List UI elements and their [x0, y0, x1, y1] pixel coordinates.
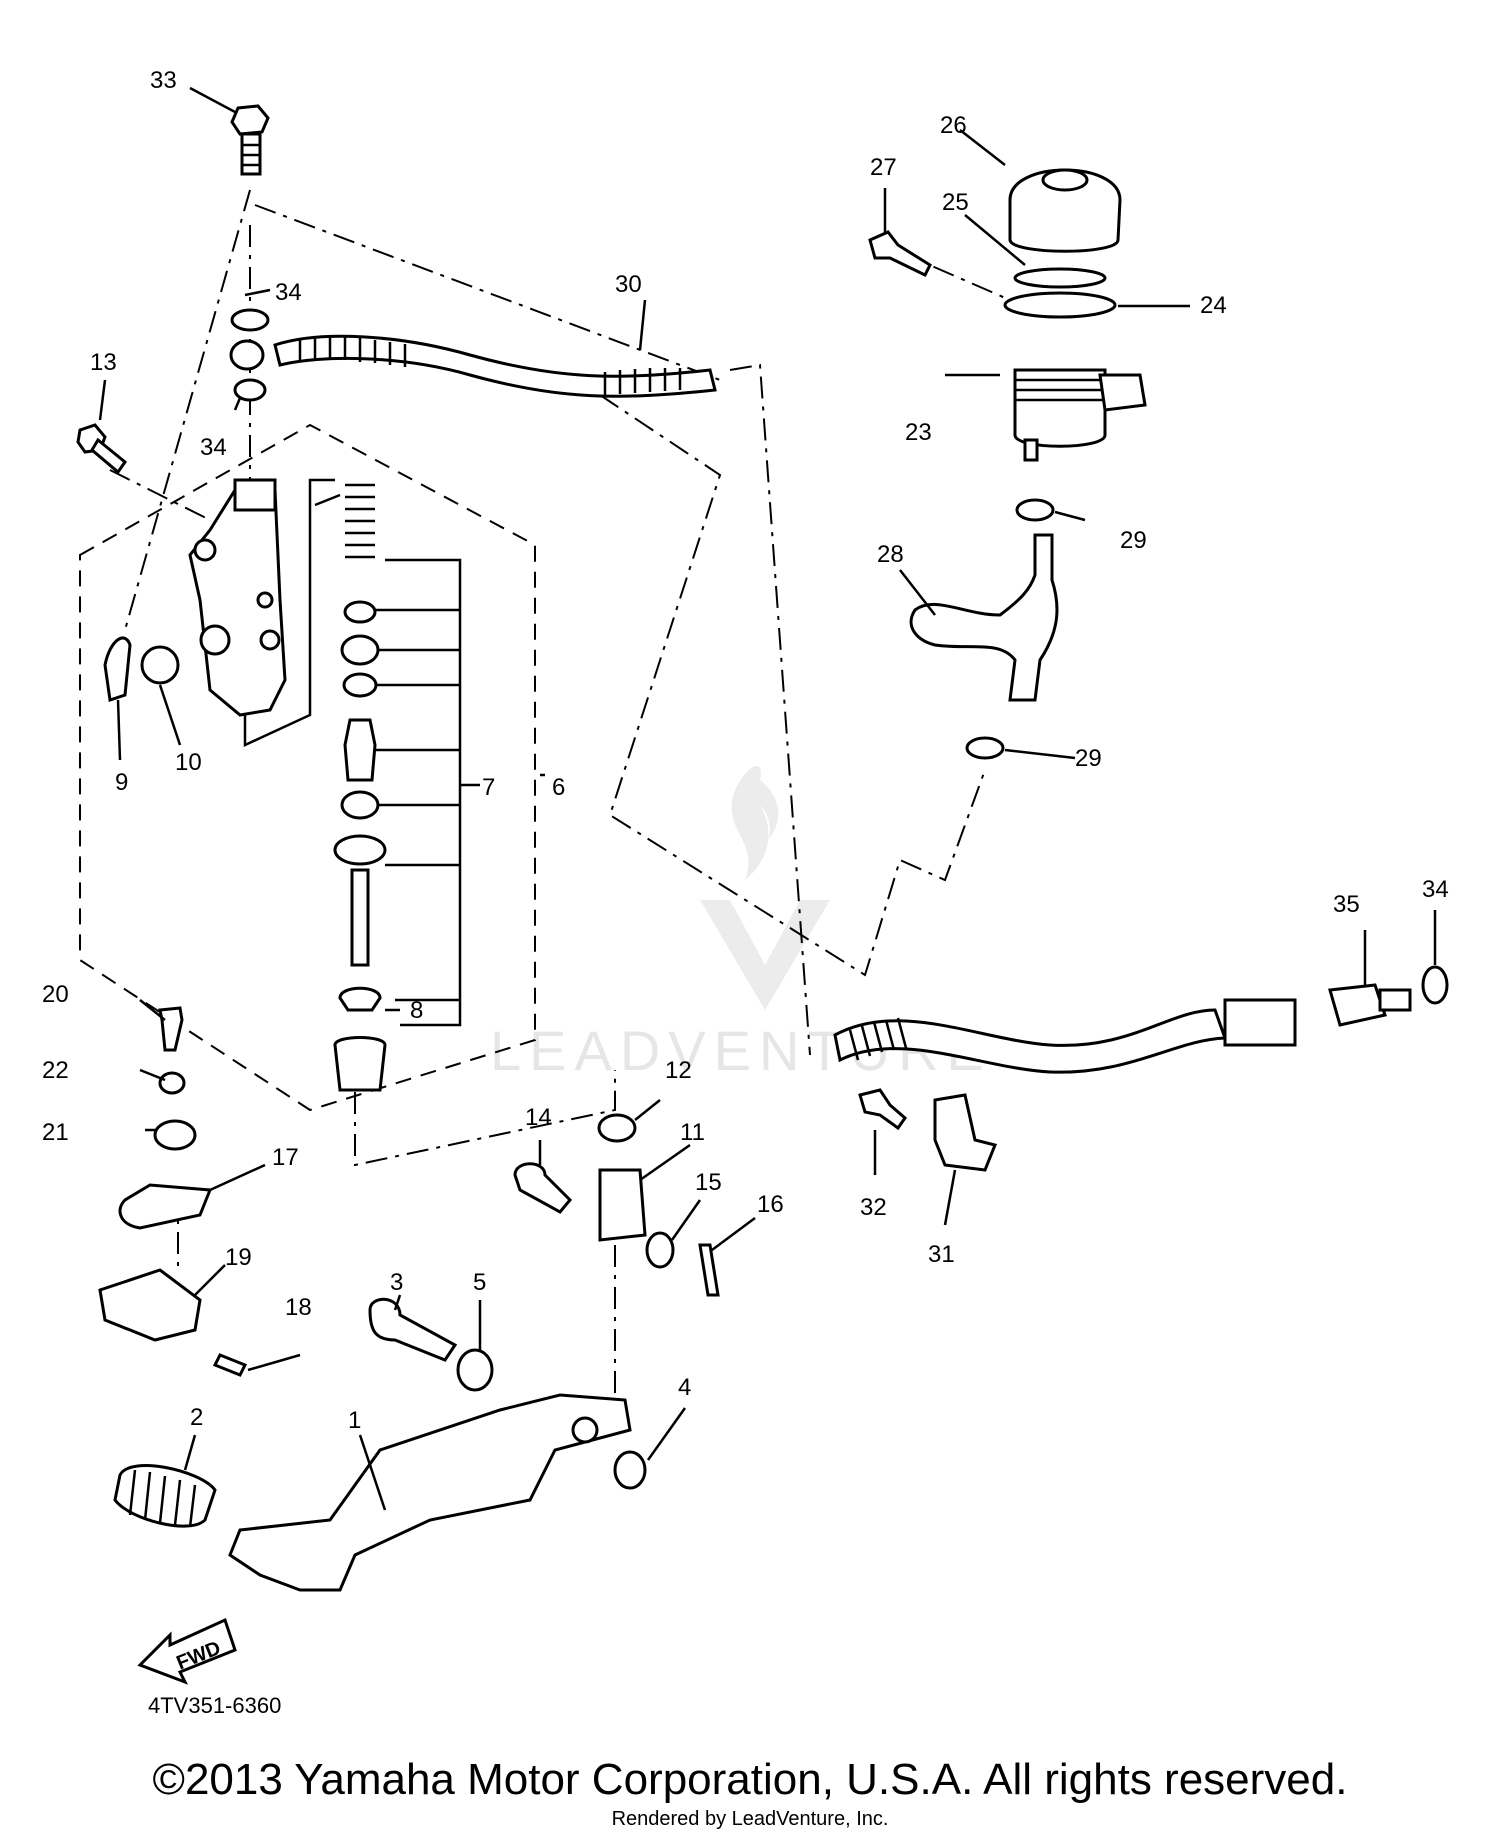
brake-hose-lower: [833, 998, 1297, 1074]
callout-21: 21: [42, 1119, 69, 1146]
piston-components: [333, 483, 387, 1092]
bracket-19: [98, 1268, 202, 1342]
callout-9: 9: [115, 769, 128, 796]
bolt-33: [230, 104, 270, 176]
callout-22: 22: [42, 1057, 69, 1084]
callout-33: 33: [150, 67, 177, 94]
callout-20: 20: [42, 981, 69, 1008]
washer-34-right: [1421, 965, 1449, 1005]
brake-hose-30: [273, 334, 717, 398]
clamp-29-upper: [1015, 498, 1055, 522]
footrest-2: [113, 1464, 217, 1528]
master-cylinder-assembly-outline: [79, 423, 536, 1112]
ref-line-hose30-reservoir: [599, 394, 986, 977]
callout-17: 17: [272, 1144, 299, 1171]
callout-16: 16: [757, 1191, 784, 1218]
callout-2: 2: [190, 1404, 203, 1431]
ref-line-bolt33-cyl: [124, 189, 251, 631]
callout-25: 25: [942, 189, 969, 216]
bolt-3: [368, 1297, 458, 1362]
callout-1: 1: [348, 1407, 361, 1434]
copyright-notice: ©2013 Yamaha Motor Corporation, U.S.A. A…: [152, 1755, 1348, 1804]
callout-18: 18: [285, 1294, 312, 1321]
callout-26: 26: [940, 112, 967, 139]
callout-24: 24: [1200, 292, 1227, 319]
callout-15: 15: [695, 1169, 722, 1196]
master-cylinder-body: [188, 478, 287, 717]
callout-4: 4: [678, 1374, 691, 1401]
banjo-fitting: [229, 339, 265, 371]
callout-3: 3: [390, 1269, 403, 1296]
callout-34-lower: 34: [200, 434, 227, 461]
rendered-by-notice: Rendered by LeadVenture, Inc.: [611, 1808, 889, 1830]
screw-18: [212, 1353, 248, 1377]
diaphragm-24: [1003, 291, 1117, 319]
callout-11: 11: [680, 1119, 705, 1146]
washer-4: [613, 1450, 647, 1490]
bolt-13: [76, 423, 128, 475]
collar-22: [158, 1071, 186, 1095]
cap-26: [1008, 168, 1122, 253]
plate-25: [1013, 267, 1107, 289]
washer-15: [645, 1231, 675, 1269]
screw-20: [158, 1006, 184, 1052]
callout-12: 12: [665, 1057, 692, 1084]
union-bolt-35: [1328, 983, 1412, 1027]
callout-28: 28: [877, 541, 904, 568]
brake-pedal-1: [228, 1393, 632, 1592]
hose-guide-31: [933, 1093, 998, 1172]
washer-34-lower: [233, 378, 267, 402]
callout-19: 19: [225, 1244, 252, 1271]
callout-8: 8: [410, 997, 423, 1024]
callout-7: 7: [482, 774, 495, 801]
ref-line-hose30-lower: [729, 363, 811, 1056]
cap-26-top: [1041, 168, 1089, 192]
callout-35: 35: [1333, 891, 1360, 918]
bleed-screw-9: [103, 636, 132, 702]
washer-5: [456, 1348, 494, 1392]
callout-13: 13: [90, 349, 117, 376]
callout-27: 27: [870, 154, 897, 181]
reservoir-23: [1013, 368, 1147, 462]
callout-29-upper: 29: [1120, 527, 1147, 554]
callout-10: 10: [175, 749, 202, 776]
ref-line-bolt13: [109, 469, 211, 521]
washer-34-top: [230, 308, 270, 332]
clevis-11: [598, 1168, 647, 1242]
callout-32: 32: [860, 1194, 887, 1221]
reservoir-hose-28: [909, 533, 1059, 702]
nut-12: [597, 1113, 637, 1143]
callout-30: 30: [615, 271, 642, 298]
callout-14: 14: [525, 1104, 552, 1131]
cylinder-bracket: [243, 478, 341, 747]
bolt-32: [858, 1088, 908, 1131]
clamp-29-lower: [965, 736, 1005, 760]
callout-31: 31: [928, 1241, 955, 1268]
callout-6: 6: [552, 774, 565, 801]
grommet-21: [153, 1119, 197, 1151]
clip-17: [118, 1183, 213, 1230]
callout-29-lower: 29: [1075, 745, 1102, 772]
leader-lines: [98, 86, 1437, 1511]
callout-23: 23: [905, 419, 932, 446]
callout-labels: 33 34 34 30 13 9 10 7 6 8 20 22 21 17 19…: [42, 67, 1449, 1434]
diagram-code: 4TV351-6360: [148, 1693, 281, 1718]
pin-14: [513, 1162, 573, 1214]
pedal-pivot: [571, 1416, 599, 1444]
callout-34-right: 34: [1422, 876, 1449, 903]
callout-5: 5: [473, 1269, 486, 1296]
callout-34-upper: 34: [275, 279, 302, 306]
ref-line-boot-clevis: [354, 1050, 616, 1167]
fwd-arrow: FWD: [137, 1617, 237, 1685]
cotter-pin-16: [698, 1243, 720, 1297]
bolt-27: [868, 230, 932, 277]
cap-10: [140, 645, 180, 685]
kit-bracket-7: [370, 558, 480, 1027]
